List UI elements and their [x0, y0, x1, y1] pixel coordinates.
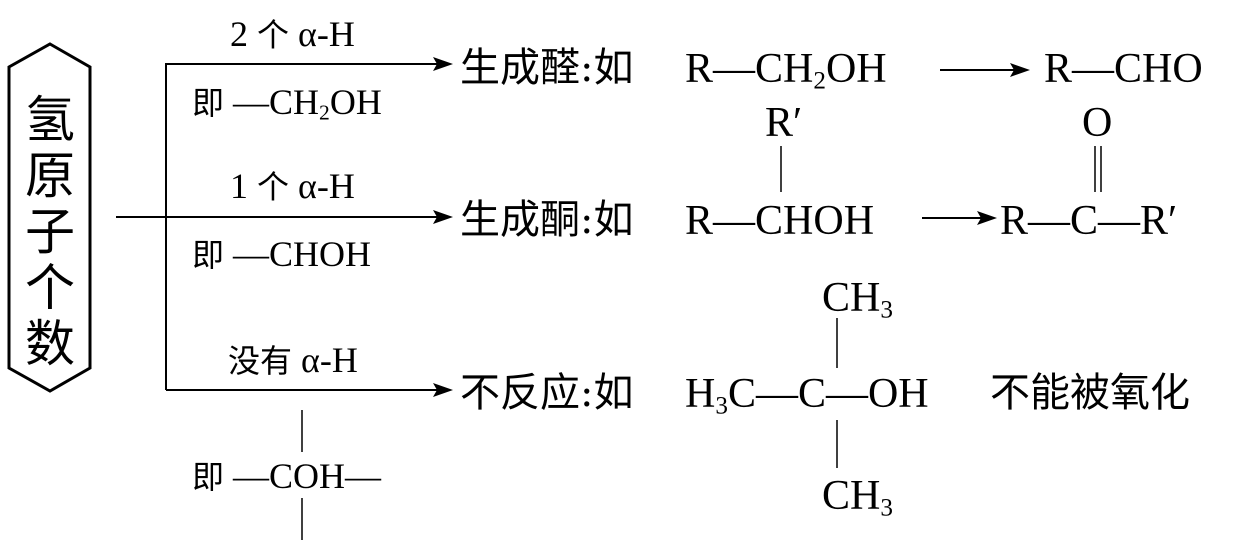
alpha-h: α-H — [298, 14, 355, 54]
ketone-reactant-substituent: R′ — [765, 100, 803, 146]
structure-prefix: 即 — [192, 458, 225, 496]
structure-tail: OH — [329, 82, 382, 122]
title-char: 氢 — [25, 91, 75, 149]
subscript: 3 — [880, 296, 893, 324]
example-prefix: 如 — [593, 45, 634, 91]
arrow-branch-3 — [166, 383, 453, 397]
tertiary-alcohol-top-methyl: CH3 — [822, 277, 893, 323]
title-char: 子 — [25, 203, 75, 261]
reactant-right: OH — [825, 46, 887, 92]
branch-2-condition: 1 个 α-H — [230, 168, 355, 204]
example-prefix: 如 — [593, 370, 634, 416]
ketone-reactant: R—CHOH — [685, 198, 875, 244]
subscript: 3 — [880, 494, 893, 522]
separator: : — [580, 370, 594, 416]
unit: 个 — [257, 168, 290, 206]
structure-prefix: 即 — [192, 236, 225, 274]
structure-group: —COH— — [233, 456, 382, 496]
title-char: 原 — [25, 147, 75, 205]
subscript: 3 — [715, 392, 728, 420]
alpha-h: α-H — [301, 340, 358, 380]
reaction-arrow-aldehyde — [940, 63, 1030, 77]
result-label: 生成酮 — [460, 197, 580, 243]
structure-prefix: 即 — [192, 84, 225, 122]
aldehyde-reactant: R—CH2OH — [685, 48, 887, 94]
methyl: CH — [822, 473, 881, 519]
branch-3-condition: 没有 α-H — [228, 342, 358, 378]
title-box-frame — [7, 42, 92, 393]
ketone-product-oxygen: O — [1082, 100, 1113, 146]
example-prefix: 如 — [593, 197, 634, 243]
reaction-arrow-ketone — [922, 211, 997, 225]
branch-2-structure: 即 —CHOH — [192, 236, 371, 272]
branch-3-structure: 即 —COH— — [192, 458, 381, 494]
unit: 个 — [257, 16, 290, 54]
subscript: 2 — [319, 100, 330, 125]
separator: : — [580, 45, 594, 91]
tertiary-alcohol-bottom-methyl: CH3 — [822, 475, 893, 521]
h: H — [685, 371, 716, 417]
arrow-branch-2 — [166, 210, 453, 224]
arrow-branch-1 — [166, 57, 453, 71]
title-char: 数 — [25, 315, 75, 373]
structure-group: —CH — [233, 82, 320, 122]
structure-group: —CHOH — [233, 234, 372, 274]
count: 2 — [230, 14, 248, 54]
count: 没有 — [228, 342, 293, 380]
methyl: CH — [822, 275, 881, 321]
result-label: 不反应 — [460, 370, 580, 416]
count: 1 — [230, 166, 248, 206]
separator: : — [580, 197, 594, 243]
branch-2-result: 生成酮:如 — [460, 200, 633, 240]
chain: C—C—OH — [727, 371, 929, 417]
branch-1-condition: 2 个 α-H — [230, 16, 355, 52]
tertiary-alcohol-main: H3C—C—OH — [685, 373, 929, 419]
branch-1-result: 生成醛:如 — [460, 48, 633, 88]
aldehyde-product: R—CHO — [1044, 46, 1203, 92]
branch-3-result: 不反应:如 — [460, 373, 633, 413]
not-oxidizable-note: 不能被氧化 — [990, 370, 1190, 416]
branch-1-structure: 即 —CH2OH — [192, 84, 382, 124]
reactant-left: R—CH — [685, 46, 814, 92]
alpha-h: α-H — [298, 166, 355, 206]
title-box-text: 氢 原 子 个 数 — [20, 92, 80, 372]
result-label: 生成醛 — [460, 45, 580, 91]
ketone-product: R—C—R′ — [1000, 198, 1178, 244]
subscript: 2 — [813, 67, 826, 95]
title-char: 个 — [25, 259, 75, 317]
